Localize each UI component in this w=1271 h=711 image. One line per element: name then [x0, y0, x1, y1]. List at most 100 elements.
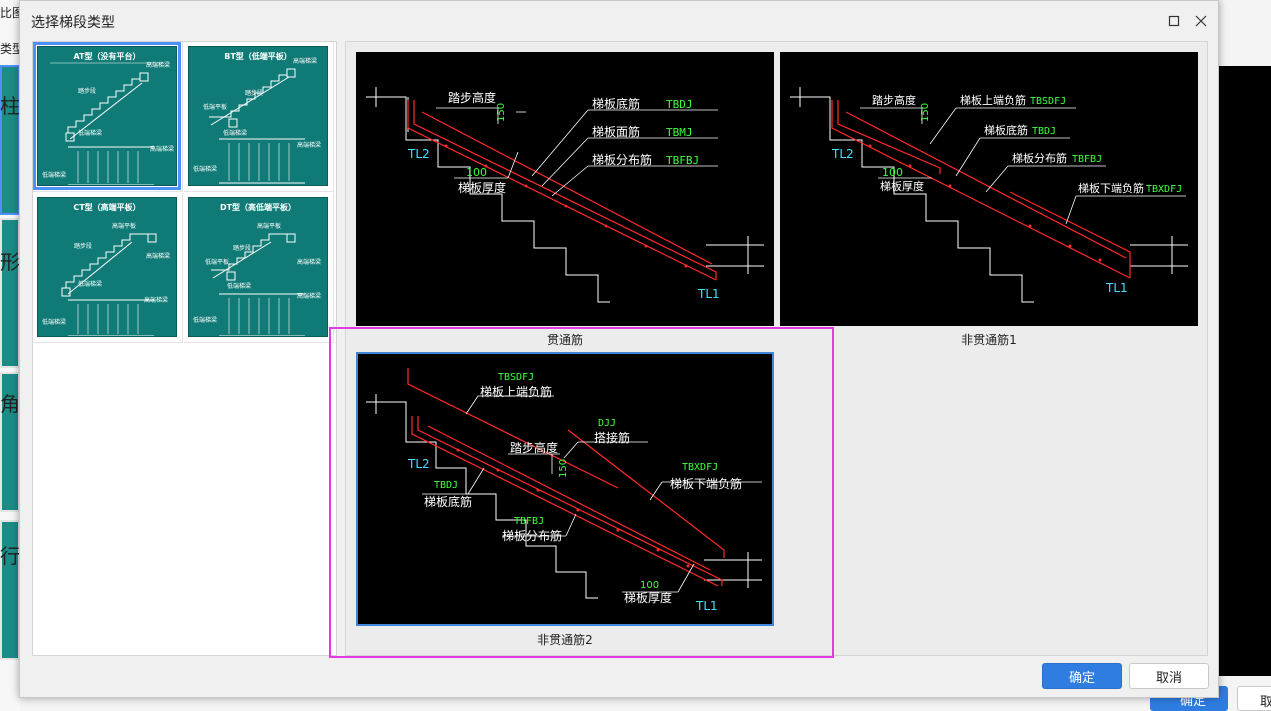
cancel-button[interactable]: 取消	[1129, 663, 1209, 689]
diagram-label: 低端梯梁	[227, 282, 251, 290]
code-lower-negative-rebar: TBXDFJ	[682, 462, 718, 473]
stair-type-bt[interactable]: BT型（低端平板） 高端梯梁 踏步段 低端平板 低端梯梁 高端梯梁 低端梯梁	[184, 42, 334, 192]
stair-type-title: DT型（高低端平板）	[219, 203, 297, 212]
background-thumbnail	[0, 65, 20, 215]
label-upper-negative-rebar: 梯板上端负筋	[480, 384, 552, 399]
label-bottom-rebar: 梯板底筋	[424, 494, 472, 509]
label-tl1: TL1	[1105, 281, 1128, 295]
diagram-label: 高端梯梁	[146, 61, 170, 69]
label-lap-rebar: 搭接筋	[594, 430, 630, 445]
rebar-through-diagram: 踏步高度 150 梯板底筋 TBDJ 梯板面筋 TBMJ 梯板分布筋 TBFBJ…	[366, 87, 764, 303]
label-100: 100	[882, 166, 903, 179]
diagram-label: 高端平板	[257, 222, 281, 230]
background-drawing-area	[1218, 66, 1271, 676]
label-lower-negative-rebar: 梯板下端负筋	[1078, 181, 1144, 195]
diagram-label: 低端梯梁	[78, 280, 102, 288]
label-step-height: 踏步高度	[448, 90, 496, 105]
stair-dt-diagram: 高端平板 踏步段 高端梯梁 低端平板 低端梯梁 高端梯梁 低端梯梁	[193, 222, 321, 336]
label-100: 100	[640, 580, 659, 591]
diagram-label: 高端梯梁	[293, 57, 317, 65]
diagram-label: 踏步段	[78, 87, 96, 95]
stair-type-dt[interactable]: DT型（高低端平板） 高端平板 踏步段 高端梯梁 低端平板 低端梯梁 高端梯梁 …	[184, 193, 334, 343]
diagram-label: 高端平板	[112, 222, 136, 230]
background-cancel-button[interactable]: 取	[1237, 686, 1271, 711]
code-bottom-rebar: TBDJ	[434, 480, 458, 491]
diagram-label: 踏步段	[245, 89, 263, 97]
stair-type-title: BT型（低端平板）	[224, 52, 292, 61]
rebar-option-caption: 非贯通筋1	[961, 333, 1017, 347]
code-upper-negative-rebar: TBSDFJ	[1030, 96, 1066, 107]
label-thickness: 梯板厚度	[880, 179, 924, 193]
diagram-label: 高端梯梁	[146, 252, 170, 260]
diagram-label: 高端梯梁	[144, 296, 168, 304]
diagram-label: 低端梯梁	[193, 165, 217, 173]
background-text: 行	[0, 544, 20, 568]
label-top-rebar: 梯板面筋	[592, 124, 640, 139]
diagram-label: 踏步段	[74, 242, 92, 250]
label-100: 100	[466, 166, 487, 179]
diagram-label: 低端梯梁	[78, 129, 102, 137]
rebar-option-caption: 贯通筋	[546, 333, 583, 347]
label-thickness: 梯板厚度	[624, 590, 672, 605]
code-lower-negative-rebar: TBXDFJ	[1146, 184, 1182, 195]
label-dist-rebar: 梯板分布筋	[1012, 151, 1067, 165]
select-stair-type-dialog: 选择梯段类型 AT型（没有平台） 踏步段	[19, 0, 1219, 698]
code-dist-rebar: TBFBJ	[1072, 154, 1102, 165]
stair-type-thumbnail: AT型（没有平台） 踏步段 高端梯梁 低端梯梁 高端梯梁 低端梯梁	[33, 42, 181, 190]
dialog-title: 选择梯段类型	[31, 15, 115, 31]
stair-ct-diagram: 高端平板 踏步段 高端梯梁 低端梯梁 高端梯梁 低端梯梁	[42, 222, 170, 336]
stair-bt-diagram: 高端梯梁 踏步段 低端平板 低端梯梁 高端梯梁 低端梯梁	[193, 57, 321, 184]
diagram-label: 低端平板	[203, 103, 227, 111]
label-step-height: 踏步高度	[510, 440, 558, 455]
code-dist-rebar: TBFBJ	[666, 154, 699, 167]
stair-type-thumbnail: DT型（高低端平板） 高端平板 踏步段 高端梯梁 低端平板 低端梯梁 高端梯梁 …	[188, 197, 328, 337]
label-tl2: TL2	[831, 147, 854, 161]
diagram-label: 高端梯梁	[150, 145, 174, 153]
code-dist-rebar: TBFBJ	[514, 516, 544, 527]
label-tl1: TL1	[697, 287, 720, 301]
ok-button[interactable]: 确定	[1042, 663, 1122, 689]
maximize-icon	[1168, 15, 1180, 27]
stair-type-list: AT型（没有平台） 踏步段 高端梯梁 低端梯梁 高端梯梁 低端梯梁	[32, 41, 337, 656]
maximize-button[interactable]	[1163, 10, 1185, 32]
code-upper-negative-rebar: TBSDFJ	[498, 372, 534, 383]
label-thickness: 梯板厚度	[458, 180, 506, 195]
rebar-option-list: 踏步高度 150 梯板底筋 TBDJ 梯板面筋 TBMJ 梯板分布筋 TBFBJ…	[345, 41, 1208, 656]
dialog-titlebar: 选择梯段类型	[20, 1, 1218, 39]
diagram-label: 踏步段	[233, 244, 251, 252]
label-upper-negative-rebar: 梯板上端负筋	[960, 93, 1026, 107]
label-bottom-rebar: 梯板底筋	[984, 123, 1028, 137]
label-step-height: 踏步高度	[872, 93, 916, 107]
close-icon	[1195, 15, 1207, 27]
stair-type-thumbnail: CT型（高端平板） 高端平板 踏步段 高端梯梁 低端梯梁 高端梯梁 低端梯梁	[37, 197, 177, 337]
label-150: 150	[496, 103, 507, 122]
label-dist-rebar: 梯板分布筋	[592, 152, 652, 167]
diagram-label: 高端梯梁	[297, 292, 321, 300]
rebar-option-through[interactable]: 踏步高度 150 梯板底筋 TBDJ 梯板面筋 TBMJ 梯板分布筋 TBFBJ…	[356, 52, 774, 326]
rebar-non-through-1-diagram: 踏步高度 150 梯板上端负筋 TBSDFJ 梯板底筋 TBDJ 梯板分布筋 T…	[790, 87, 1188, 303]
stair-type-at[interactable]: AT型（没有平台） 踏步段 高端梯梁 低端梯梁 高端梯梁 低端梯梁	[33, 42, 183, 192]
diagram-label: 低端梯梁	[42, 318, 66, 326]
label-150: 150	[920, 103, 931, 122]
background-thumbnail	[0, 218, 20, 368]
close-button[interactable]	[1190, 10, 1212, 32]
label-tl1: TL1	[695, 599, 718, 613]
diagram-label: 低端梯梁	[193, 316, 217, 324]
rebar-option-non-through-1[interactable]: 踏步高度 150 梯板上端负筋 TBSDFJ 梯板底筋 TBDJ 梯板分布筋 T…	[780, 52, 1198, 326]
label-tl2: TL2	[407, 147, 430, 161]
label-dist-rebar: 梯板分布筋	[502, 528, 562, 543]
code-lap-rebar: DJJ	[598, 418, 616, 429]
stair-type-thumbnail: BT型（低端平板） 高端梯梁 踏步段 低端平板 低端梯梁 高端梯梁 低端梯梁	[188, 46, 328, 186]
code-top-rebar: TBMJ	[666, 126, 693, 139]
rebar-option-non-through-2[interactable]: TBSDFJ 梯板上端负筋 DJJ 搭接筋 踏步高度 150 TBXDFJ 梯板…	[356, 352, 774, 626]
code-bottom-rebar: TBDJ	[1032, 126, 1056, 137]
label-150: 150	[558, 459, 569, 478]
rebar-option-caption: 非贯通筋2	[537, 633, 593, 647]
code-bottom-rebar: TBDJ	[666, 98, 693, 111]
diagram-label: 低端梯梁	[42, 171, 66, 179]
label-lower-negative-rebar: 梯板下端负筋	[670, 476, 742, 491]
label-bottom-rebar: 梯板底筋	[592, 96, 640, 111]
stair-type-ct[interactable]: CT型（高端平板） 高端平板 踏步段 高端梯梁 低端梯梁 高端梯梁 低端梯梁	[33, 193, 183, 343]
background-left-panel: 比图 类型 柱对 形对 角对 行	[0, 0, 40, 711]
diagram-label: 高端梯梁	[297, 141, 321, 149]
